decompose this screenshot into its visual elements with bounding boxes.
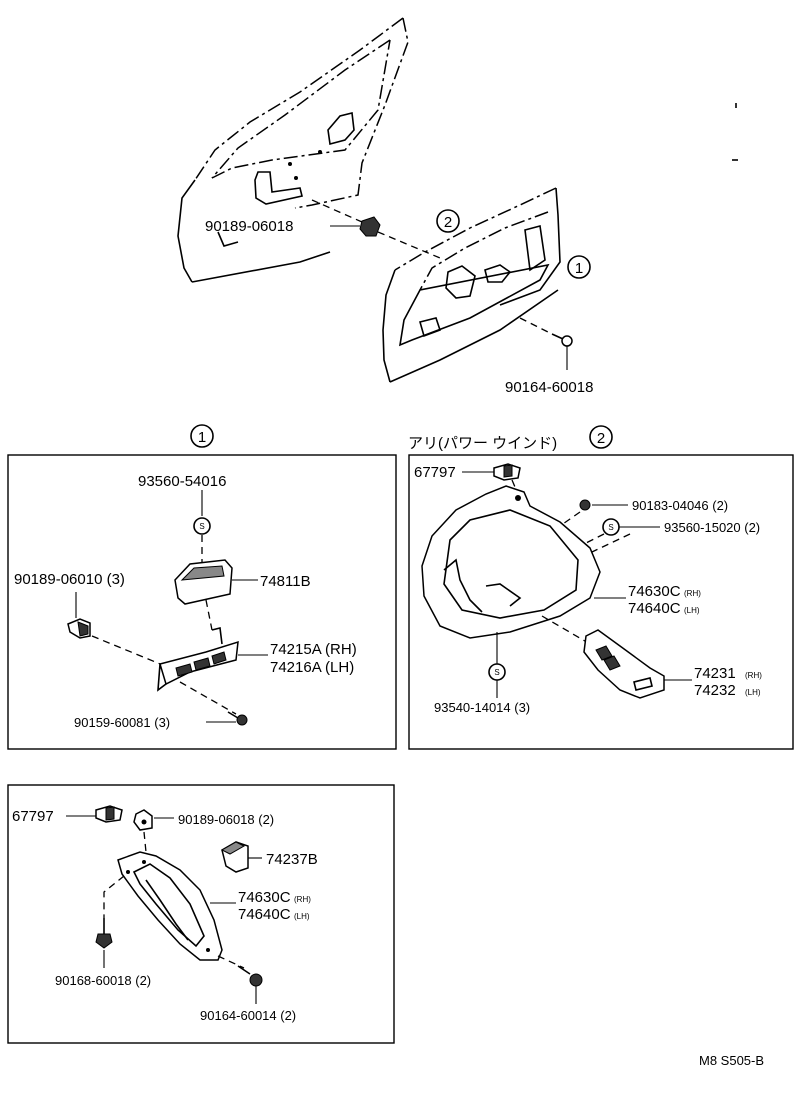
p3-clip2-label: 90189-06018 (2)	[178, 812, 274, 827]
svg-text:S: S	[608, 523, 613, 532]
p3-handle-rh-label: 74630C	[238, 889, 291, 906]
door-outline	[177, 17, 738, 283]
p3-cover-part	[220, 841, 249, 873]
svg-text:2: 2	[444, 214, 452, 231]
svg-text:S: S	[494, 668, 499, 677]
callout-1-top: 1	[567, 255, 591, 279]
svg-text:1: 1	[575, 260, 583, 277]
p2-cap-b-s-icon: S	[488, 663, 506, 681]
p2-heading: アリ(パワー ウインド)	[408, 435, 557, 452]
p1-cap-s-icon: S	[193, 517, 211, 535]
callout-2-top: 2	[436, 209, 460, 233]
p3-handle-lh-suffix: (LH)	[294, 912, 310, 921]
p2-handle-rh-label: 74630C	[628, 583, 681, 600]
p2-cap-a-label: 93560-15020 (2)	[664, 520, 760, 535]
p2-clip-label: 67797	[414, 464, 456, 481]
door-trim-panel	[382, 187, 561, 383]
trim-screw-label: 90164-60018	[505, 379, 593, 396]
p2-cap-a-s-icon: S	[602, 518, 620, 536]
svg-text:1: 1	[198, 429, 206, 446]
p3-handle-rh-suffix: (RH)	[294, 895, 311, 904]
p2-base-lh-label: 74232	[694, 682, 736, 699]
p2-base-lh-suffix: (LH)	[745, 688, 761, 697]
door-clip-part	[311, 199, 441, 259]
p1-bezel-label: 74811B	[260, 573, 311, 590]
diagram-code: M8 S505-B	[699, 1053, 764, 1068]
p2-clip-part	[493, 463, 521, 481]
p1-screw-label: 90159-60081 (3)	[74, 715, 170, 730]
p2-handle-lh-suffix: (LH)	[684, 606, 700, 615]
panel-2-frame	[408, 454, 794, 750]
svg-text:S: S	[199, 522, 204, 531]
door-clip-label: 90189-06018	[205, 218, 293, 235]
p2-handle-part	[421, 485, 626, 639]
p1-switch-lh-label: 74216A (LH)	[270, 659, 354, 676]
p1-bezel-part	[174, 559, 258, 605]
p3-handle-part	[117, 851, 236, 961]
p3-screw-b-part	[237, 965, 263, 987]
p1-clip-label: 90189-06010 (3)	[14, 571, 125, 588]
callout-1-panel: 1	[190, 424, 214, 448]
p2-base-rh-label: 74231	[694, 665, 736, 682]
p2-handle-lh-label: 74640C	[628, 600, 681, 617]
p1-cap-label: 93560-54016	[138, 473, 226, 490]
panel-3-frame	[7, 784, 395, 1044]
p3-screw-a-part	[95, 918, 113, 949]
p3-screw-a-label: 90168-60018 (2)	[55, 973, 151, 988]
p3-screw-b-label: 90164-60014 (2)	[200, 1008, 296, 1023]
svg-text:2: 2	[597, 430, 605, 447]
p2-handle-rh-suffix: (RH)	[684, 589, 701, 598]
p3-clip2-part	[133, 809, 153, 831]
p2-nut-label: 90183-04046 (2)	[632, 498, 728, 513]
p1-screw-part	[227, 711, 248, 726]
p3-clip-part	[95, 805, 123, 823]
p1-switch-part	[157, 627, 268, 692]
p3-handle-lh-label: 74640C	[238, 906, 291, 923]
p2-base-part	[583, 629, 692, 699]
p2-base-rh-suffix: (RH)	[745, 671, 762, 680]
p3-cover-label: 74237B	[266, 851, 318, 868]
p2-nut-part	[579, 499, 591, 511]
callout-2-panel: 2	[589, 425, 613, 449]
p1-switch-rh-label: 74215A (RH)	[270, 641, 357, 658]
panel-1-frame	[7, 454, 397, 750]
p3-clip-label: 67797	[12, 808, 54, 825]
p1-clip-part	[67, 618, 91, 639]
p2-cap-b-label: 93540-14014 (3)	[434, 700, 530, 715]
trim-screw-part	[519, 317, 573, 370]
